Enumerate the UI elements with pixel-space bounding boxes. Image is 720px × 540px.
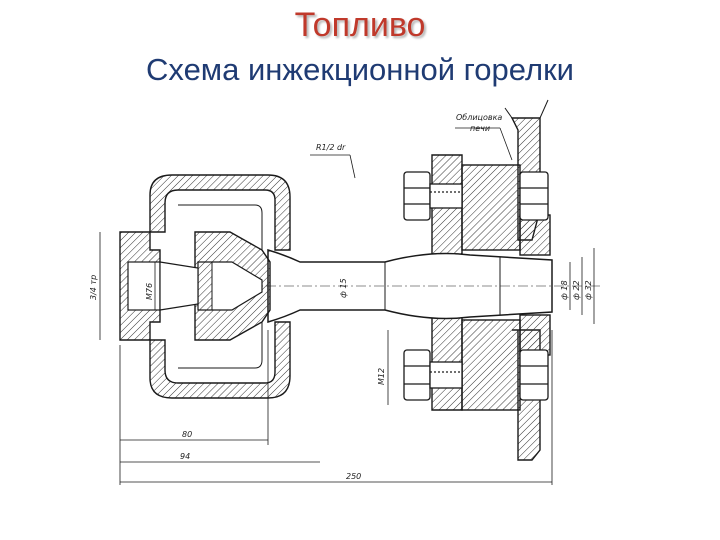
flange-upper [461, 164, 521, 251]
label-d22: ф 22 [572, 280, 581, 300]
flange-lower [461, 319, 521, 411]
label-d18: ф 18 [560, 280, 569, 300]
label-m12: M12 [377, 368, 386, 385]
label-d15: ф 15 [339, 278, 348, 298]
label-d32: ф 32 [584, 280, 593, 300]
gas-manifold-top [149, 174, 291, 251]
label-thread-top: R1/2 dr [316, 143, 346, 152]
label-furnace: печи [470, 124, 490, 133]
label-facing: Облицовка [456, 113, 502, 122]
bolt-upper [403, 171, 549, 221]
label-thread-pipe: 3/4 тр [89, 275, 98, 300]
label-dim250: 250 [346, 472, 361, 481]
bolt-lower [403, 349, 549, 401]
slide-subtitle: Схема инжекционной горелки [146, 52, 574, 87]
label-dim94: 94 [180, 452, 190, 461]
label-m76: M76 [145, 283, 154, 300]
slide-title: Топливо [294, 6, 426, 44]
label-dim80: 80 [182, 430, 192, 439]
gas-manifold-bottom [149, 321, 291, 399]
